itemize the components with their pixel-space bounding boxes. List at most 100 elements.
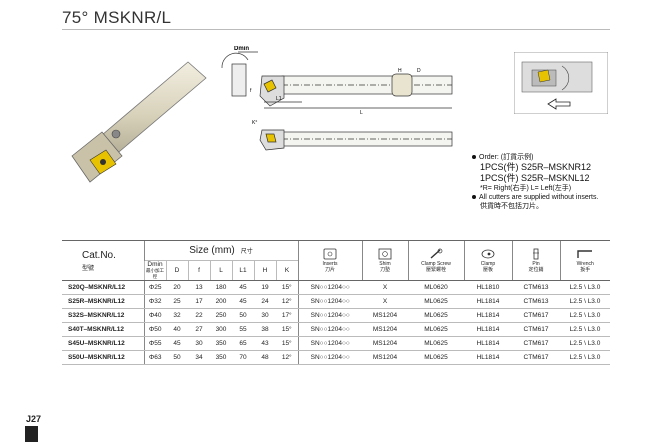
cell-l: 350	[210, 336, 232, 351]
supply-note-en: All cutters are supplied without inserts…	[479, 194, 599, 201]
cell-k: 15°	[276, 280, 298, 295]
cell-clamp: HL1814	[464, 350, 512, 365]
cell-dmin: Φ50	[143, 322, 166, 337]
cell-k: 15°	[276, 322, 298, 337]
cell-dmin: Φ25	[143, 280, 166, 295]
cell-d: 40	[166, 322, 188, 337]
cell-clamp: HL1814	[464, 322, 512, 337]
wrench-icon	[577, 250, 593, 258]
dim-angle-label: K°	[252, 120, 257, 126]
dim-h-label: H	[398, 68, 402, 74]
cell-shim: X	[362, 294, 408, 309]
dim-l-label: L	[360, 110, 363, 116]
cell-wrench: L2.5 \ L3.0	[560, 294, 610, 309]
cell-pin: CTM613	[512, 294, 560, 309]
header-size: Size (mm)尺寸	[143, 240, 298, 261]
header-f: f	[187, 260, 210, 281]
cell-dmin: Φ40	[143, 308, 166, 323]
cell-l1: 45	[232, 294, 254, 309]
tool-holder-illustration	[71, 61, 207, 183]
cell-l: 300	[210, 322, 232, 337]
cell-screw: ML0625	[408, 308, 464, 323]
cell-clamp: HL1810	[464, 280, 512, 295]
cell-h: 43	[254, 336, 276, 351]
cell-cat: S25R–MSKNR/L12	[62, 294, 144, 309]
cell-k: 12°	[276, 350, 298, 365]
cell-cat: S20Q–MSKNR/L12	[62, 280, 144, 295]
cell-k: 15°	[276, 336, 298, 351]
cell-h: 48	[254, 350, 276, 365]
header-h: H	[253, 260, 276, 281]
cell-d: 45	[166, 336, 188, 351]
cell-f: 34	[188, 350, 210, 365]
cell-dmin: Φ32	[143, 294, 166, 309]
cell-screw: ML0625	[408, 294, 464, 309]
supply-note-cn: 供貨時不包括刀片。	[480, 203, 543, 210]
page-marker	[25, 426, 38, 442]
cell-d: 50	[166, 350, 188, 365]
cell-d: 20	[166, 280, 188, 295]
cell-screw: ML0625	[408, 322, 464, 337]
cell-k: 12°	[276, 294, 298, 309]
cell-clamp: HL1814	[464, 336, 512, 351]
order-notes: Order: (訂貨示例) 1PCS(件) S25R–MSKNR12 1PCS(…	[472, 153, 642, 211]
cell-pin: CTM617	[512, 336, 560, 351]
cell-f: 22	[188, 308, 210, 323]
cell-d: 25	[166, 294, 188, 309]
cell-screw: ML0625	[408, 350, 464, 365]
cell-cat: S50U–MSKNR/L12	[62, 350, 144, 365]
cell-clamp: HL1814	[464, 308, 512, 323]
cell-wrench: L2.5 \ L3.0	[560, 308, 610, 323]
cell-clamp: HL1814	[464, 294, 512, 309]
cell-h: 19	[254, 280, 276, 295]
cell-f: 27	[188, 322, 210, 337]
cell-insert: SN○○1204○○	[297, 322, 362, 337]
cell-l1: 55	[232, 322, 254, 337]
clamp-icon	[481, 249, 495, 259]
cell-l1: 70	[232, 350, 254, 365]
cell-l: 350	[210, 350, 232, 365]
cell-wrench: L2.5 \ L3.0	[560, 280, 610, 295]
hand-note: *R= Right(右手) L= Left(左手)	[480, 185, 572, 192]
cell-shim: MS1204	[362, 350, 408, 365]
cell-l: 180	[210, 280, 232, 295]
header-cat-no: Cat.No. 型號	[62, 240, 144, 281]
shim-icon	[378, 248, 392, 260]
cell-insert: SN○○1204○○	[297, 308, 362, 323]
dim-dmin-label: Dmin	[234, 46, 249, 52]
cell-l1: 65	[232, 336, 254, 351]
cell-cat: S32S–MSKNR/L12	[62, 308, 144, 323]
pin-icon	[533, 248, 539, 260]
tool-technical-drawing: Dmin H D L1 L K° f	[221, 46, 453, 151]
order-line-1: 1PCS(件) S25R–MSKNR12	[480, 162, 592, 172]
header-d: D	[165, 260, 188, 281]
header-k: K	[275, 260, 298, 281]
cell-f: 17	[188, 294, 210, 309]
cell-l1: 45	[232, 280, 254, 295]
cell-l: 250	[210, 308, 232, 323]
bullet-icon	[472, 195, 476, 200]
cell-h: 38	[254, 322, 276, 337]
cell-pin: CTM617	[512, 350, 560, 365]
cell-cat: S40T–MSKNR/L12	[62, 322, 144, 337]
cell-shim: MS1204	[362, 336, 408, 351]
cell-d: 32	[166, 308, 188, 323]
cell-pin: CTM617	[512, 308, 560, 323]
title-rule	[62, 29, 610, 30]
cell-shim: X	[362, 280, 408, 295]
arrow-left-icon	[547, 98, 571, 110]
page-number: J27	[26, 414, 42, 424]
cell-shim: MS1204	[362, 322, 408, 337]
order-line-2: 1PCS(件) S25R–MSKNL12	[480, 173, 590, 183]
cell-dmin: Φ55	[143, 336, 166, 351]
